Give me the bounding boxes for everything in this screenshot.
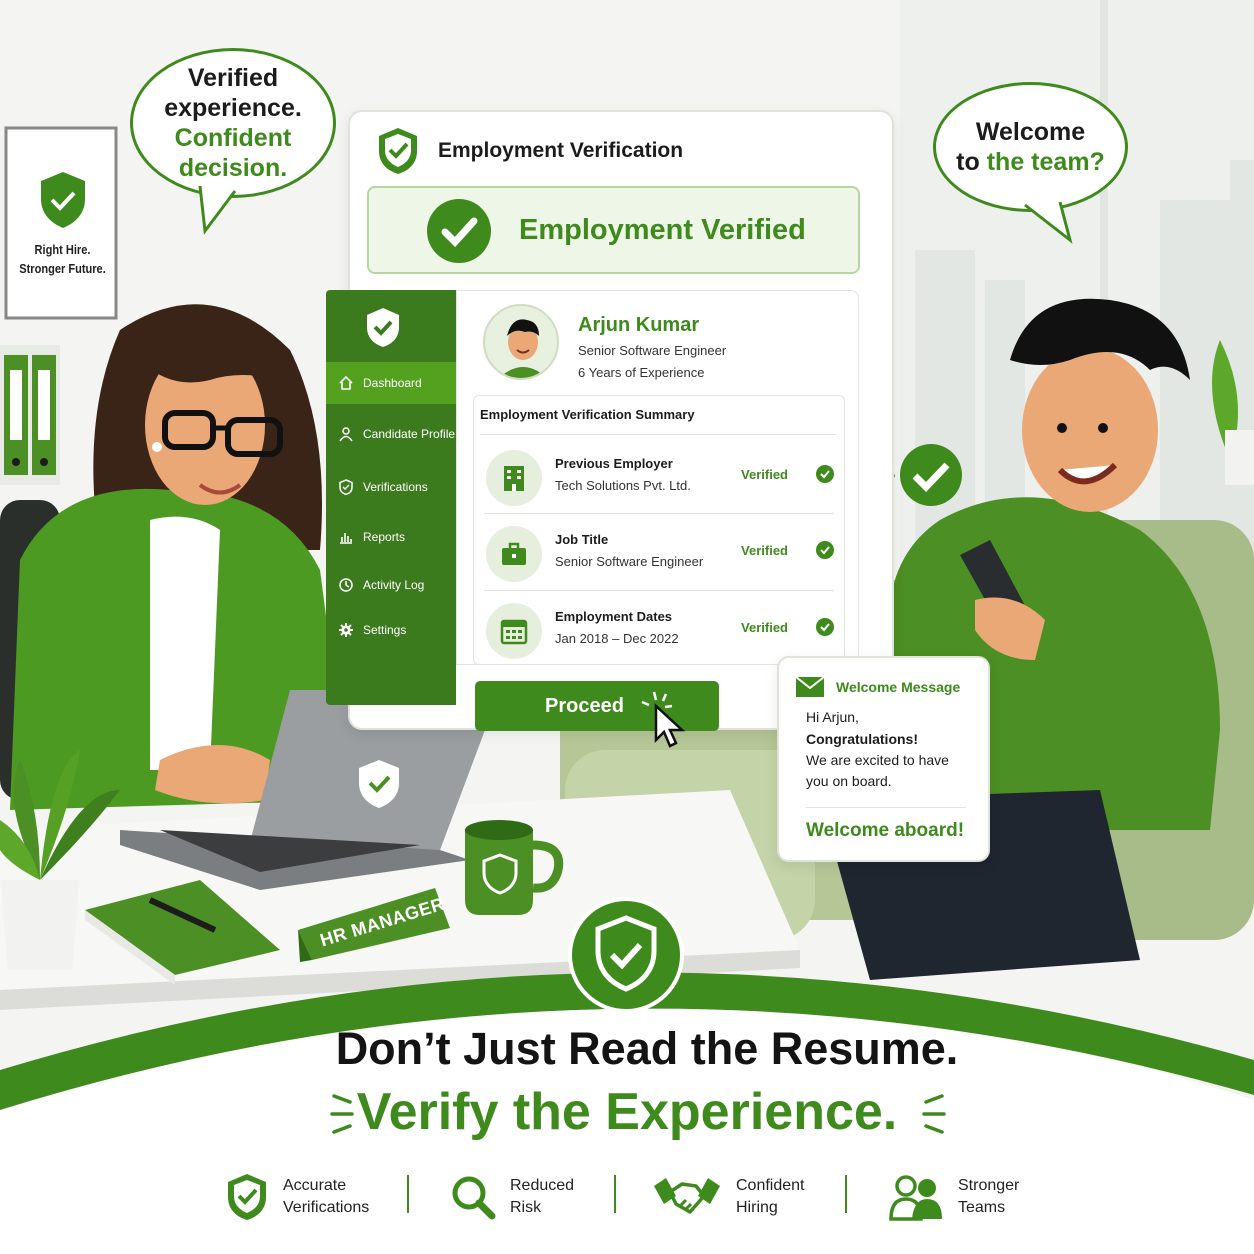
user-icon xyxy=(339,427,353,442)
plant-illustration xyxy=(0,750,120,970)
sidebar-item-label: Activity Log xyxy=(363,578,425,592)
history-icon xyxy=(339,578,353,592)
bar-chart-icon xyxy=(340,533,352,544)
feature-line-1: Stronger xyxy=(958,1177,1020,1194)
sidebar-item-activity-log[interactable]: Activity Log xyxy=(326,564,456,606)
bubble-right-line-2a: to xyxy=(956,148,980,176)
laptop-illustration xyxy=(120,690,500,890)
sidebar-item-dashboard[interactable]: Dashboard xyxy=(326,362,456,404)
sidebar-item-candidate-profile[interactable]: Candidate Profile xyxy=(326,413,456,455)
feature-line-1: Reduced xyxy=(510,1177,575,1194)
sidebar: Dashboard Candidate Profile Verification… xyxy=(326,290,456,705)
cursor-icon xyxy=(641,691,686,748)
gear-icon xyxy=(339,623,353,637)
bubble-right-line-1: Welcome xyxy=(975,118,1086,146)
verified-banner-text: Employment Verified xyxy=(519,214,806,246)
home-icon xyxy=(339,375,353,390)
feature-line-2: Risk xyxy=(510,1199,542,1216)
row-title: Employment Dates xyxy=(555,609,673,624)
bubble-left-line-2: experience. xyxy=(164,94,302,122)
hr-manager-illustration xyxy=(10,304,350,810)
bubble-left-line-4: decision. xyxy=(178,154,288,182)
sidebar-item-reports[interactable]: Reports xyxy=(326,516,456,558)
sidebar-item-verifications[interactable]: Verifications xyxy=(326,466,456,508)
shield-logo-icon xyxy=(367,308,399,347)
welcome-greeting: Hi Arjun, xyxy=(806,709,859,725)
calendar-icon xyxy=(486,603,542,659)
sidebar-item-label: Reports xyxy=(363,530,406,544)
verified-banner: Employment Verified xyxy=(367,186,860,274)
feature-line-2: Hiring xyxy=(736,1199,778,1216)
building-icon xyxy=(486,450,542,506)
welcome-body-1: We are excited to have xyxy=(806,752,949,768)
sparkle-right-icon xyxy=(922,1094,946,1134)
summary-row-previous-employer: Previous Employer Tech Solutions Pvt. Lt… xyxy=(480,440,836,514)
row-title: Previous Employer xyxy=(555,456,673,471)
welcome-closing: Welcome aboard! xyxy=(806,820,965,841)
check-icon xyxy=(816,465,834,483)
speech-bubble-left: Verified experience. Confident decision. xyxy=(130,48,336,198)
feature-line-2: Verifications xyxy=(283,1199,370,1216)
bubble-right-line-2b: the team? xyxy=(986,148,1105,176)
shield-icon xyxy=(339,479,353,495)
bubble-right-tail xyxy=(1024,201,1073,244)
candidate-name: Arjun Kumar xyxy=(578,314,700,336)
feature-line-1: Accurate xyxy=(283,1177,347,1194)
welcome-message-card: Welcome Message Hi Arjun, Congratulation… xyxy=(777,656,990,862)
magnifier-icon xyxy=(452,1176,496,1220)
bubble-left-line-3: Confident xyxy=(174,124,292,152)
avatar xyxy=(483,304,559,380)
summary-row-job-title: Job Title Senior Software Engineer Verif… xyxy=(480,516,836,590)
feature-line-2: Teams xyxy=(958,1199,1006,1216)
feature-line-1: Confident xyxy=(736,1177,805,1194)
shield-check-icon xyxy=(228,1174,266,1220)
sidebar-item-label: Candidate Profile xyxy=(363,427,456,441)
check-icon xyxy=(816,618,834,636)
check-circle-icon xyxy=(427,199,491,263)
welcome-body-2: you on board. xyxy=(806,773,892,789)
bubble-left-tail xyxy=(198,186,237,235)
sidebar-item-label: Settings xyxy=(363,623,407,637)
candidate-role: Senior Software Engineer xyxy=(578,343,727,358)
candidate-experience: 6 Years of Experience xyxy=(578,365,705,380)
summary-row-employment-dates: Employment Dates Jan 2018 – Dec 2022 Ver… xyxy=(480,593,836,667)
status-badge: Verified xyxy=(741,467,788,482)
shield-icon xyxy=(379,128,417,174)
wall-poster xyxy=(4,126,118,320)
headline-line-1: Don’t Just Read the Resume. xyxy=(335,1023,959,1074)
team-icon xyxy=(889,1175,942,1221)
welcome-congrats: Congratulations! xyxy=(806,731,918,747)
row-value: Senior Software Engineer xyxy=(555,554,704,569)
poster-line-2: Stronger Future. xyxy=(19,261,106,276)
poster-line-1: Right Hire. xyxy=(34,242,91,257)
sidebar-item-settings[interactable]: Settings xyxy=(326,609,456,651)
status-badge: Verified xyxy=(741,620,788,635)
speech-bubble-right: Welcome to the team? xyxy=(933,82,1128,212)
row-value: Jan 2018 – Dec 2022 xyxy=(555,631,679,646)
mail-icon xyxy=(795,676,825,697)
summary-title: Employment Verification Summary xyxy=(480,407,695,422)
sparkle-left-icon xyxy=(330,1094,354,1134)
sidebar-item-label: Verifications xyxy=(363,480,428,494)
proceed-button[interactable]: Proceed xyxy=(475,681,719,731)
proceed-button-label: Proceed xyxy=(545,694,624,717)
handshake-icon xyxy=(654,1178,720,1214)
welcome-title: Welcome Message xyxy=(836,679,961,695)
sidebar-item-label: Dashboard xyxy=(363,376,422,390)
row-value: Tech Solutions Pvt. Ltd. xyxy=(555,478,691,493)
status-badge: Verified xyxy=(741,543,788,558)
briefcase-icon xyxy=(486,526,542,582)
bubble-left-line-1: Verified xyxy=(187,64,279,92)
panel-title: Employment Verification xyxy=(438,139,684,162)
row-title: Job Title xyxy=(555,532,609,547)
coffee-mug-illustration xyxy=(465,820,564,915)
headline-line-2: Verify the Experience. xyxy=(356,1083,898,1141)
check-icon xyxy=(816,541,834,559)
